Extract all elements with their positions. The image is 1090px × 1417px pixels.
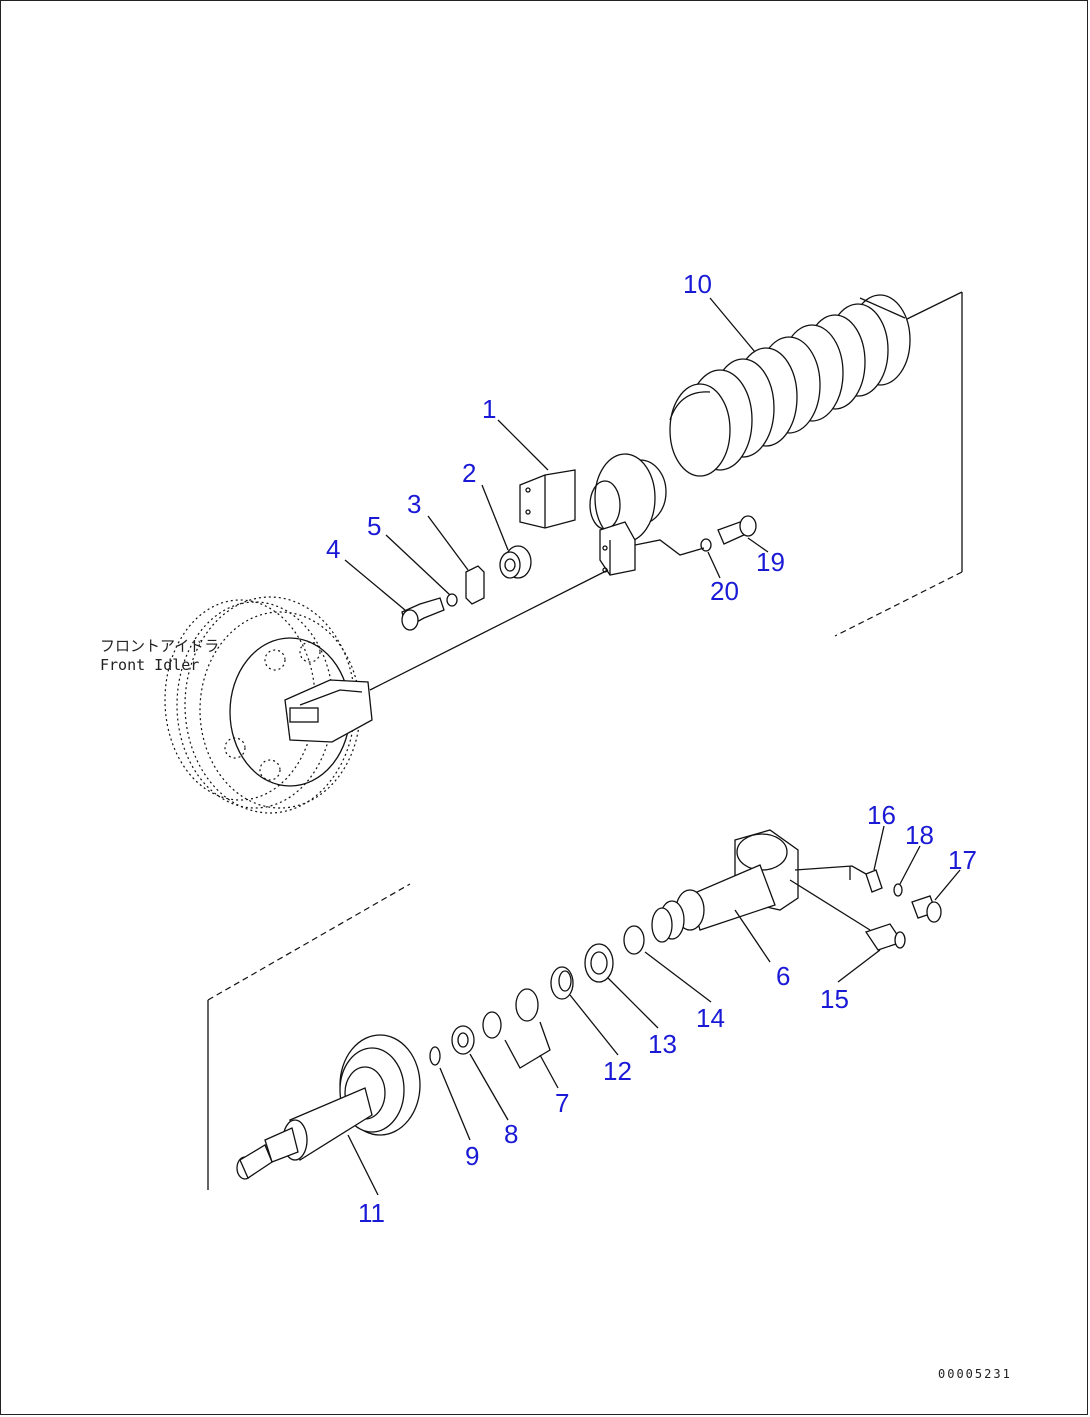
lower-axis-lines xyxy=(789,865,871,931)
plate-part-16 xyxy=(849,866,883,893)
collar-part-12 xyxy=(550,966,574,1000)
washer-part-18 xyxy=(893,883,903,897)
washer-part-5 xyxy=(446,593,458,607)
callout-4: 4 xyxy=(326,534,340,564)
callout-1: 1 xyxy=(482,394,496,424)
seal-part-9 xyxy=(429,1046,441,1066)
callout-18: 18 xyxy=(905,820,934,850)
callout-14: 14 xyxy=(696,1003,725,1033)
plate-part-3 xyxy=(465,565,485,605)
spring-part-10 xyxy=(669,294,911,477)
assembly-label-en: Front Idler xyxy=(100,656,199,674)
bolt-part-19 xyxy=(717,515,757,545)
upper-axis-lines xyxy=(369,539,705,691)
callout-10: 10 xyxy=(683,269,712,299)
callout-9: 9 xyxy=(465,1141,479,1171)
upper-envelope xyxy=(834,291,963,637)
callout-12: 12 xyxy=(603,1056,632,1086)
callout-19: 19 xyxy=(756,547,785,577)
assembly-label-jp: フロントアイドラ xyxy=(100,637,219,655)
front-idler-wheel xyxy=(164,596,373,814)
ring-part-8 xyxy=(451,1025,475,1055)
callout-5: 5 xyxy=(367,511,381,541)
seal-part-13 xyxy=(584,943,614,983)
lower-envelope xyxy=(207,883,411,1190)
callout-11: 11 xyxy=(358,1198,385,1228)
callout-labels: 1 2 3 4 5 6 7 8 9 10 11 12 13 14 15 16 1… xyxy=(326,269,977,1228)
callout-15: 15 xyxy=(820,984,849,1014)
callout-8: 8 xyxy=(504,1119,518,1149)
callout-2: 2 xyxy=(462,458,476,488)
bushing-part-7 xyxy=(482,988,551,1069)
fitting-part-15 xyxy=(864,923,906,951)
bolt-part-17 xyxy=(911,895,942,923)
callout-13: 13 xyxy=(648,1029,677,1059)
snap-ring-part-14 xyxy=(623,925,645,955)
assembly-label: フロントアイドラ Front Idler xyxy=(100,637,219,674)
callout-17: 17 xyxy=(948,845,977,875)
shaft-part-11 xyxy=(236,1034,421,1180)
bushing-part-2 xyxy=(499,545,532,579)
axle-part-6 xyxy=(651,829,799,943)
leader-lines xyxy=(344,297,961,1196)
callout-7: 7 xyxy=(555,1088,569,1118)
bolt-part-4 xyxy=(401,597,445,631)
callout-6: 6 xyxy=(776,961,790,991)
yoke-part-1 xyxy=(519,453,667,576)
washer-part-20 xyxy=(700,538,712,552)
callout-16: 16 xyxy=(867,800,896,830)
document-id: 00005231 xyxy=(938,1367,1012,1381)
callout-20: 20 xyxy=(710,576,739,606)
callout-3: 3 xyxy=(407,489,421,519)
